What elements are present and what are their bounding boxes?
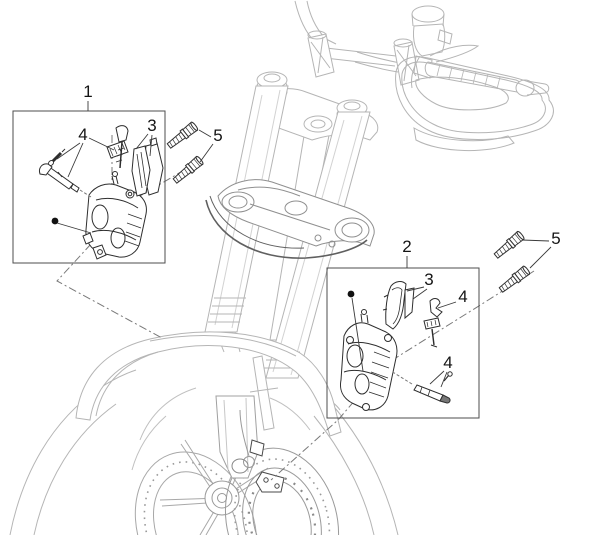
motorcycle-front-end [9, 0, 554, 535]
fender-stay [249, 355, 279, 431]
callout-leader-lines [56, 101, 552, 388]
callout-5-left-label: 5 [213, 126, 222, 145]
parts-box-1-frame [12, 110, 166, 264]
callout-4-right-bottom-label: 4 [443, 353, 452, 372]
callout-3-right-label: 3 [424, 270, 433, 289]
mounting-bolt-right-upper [492, 230, 526, 261]
reference-dot-right [347, 290, 355, 298]
parts-box-2 [326, 267, 480, 419]
brake-pads-left [131, 137, 164, 197]
brake-hose-guide [205, 195, 368, 259]
callout-4-right-top-label: 4 [458, 287, 467, 306]
front-fender [75, 331, 342, 437]
callout-labels: 1 4 3 5 2 3 4 4 5 [78, 82, 560, 372]
parts-box-2-frame [326, 267, 480, 419]
reference-dot-left-leader [56, 222, 92, 234]
caliper-mount-bracket [249, 439, 285, 493]
lower-triple-clamp [217, 179, 375, 248]
brake-caliper-left [82, 171, 147, 260]
callout-1-label: 1 [83, 82, 92, 101]
mounting-bolt-right-lower [497, 264, 532, 295]
parts-box-1 [12, 110, 166, 264]
hand-guard [395, 56, 554, 152]
reference-dot-left [51, 217, 59, 225]
wheel-hub [204, 480, 240, 516]
callout-4-left-label: 4 [78, 125, 87, 144]
pad-retainer-clip-right [423, 298, 443, 348]
sensor-cable-loop [243, 456, 255, 468]
reference-dot-right-leader [351, 297, 364, 372]
pad-pin-small-left [47, 148, 66, 167]
front-tire [9, 369, 399, 535]
throttle-grip [413, 55, 550, 97]
callout-2-label: 2 [402, 237, 411, 256]
handlebar [294, 0, 401, 73]
pad-pin-long-left [39, 163, 92, 198]
callout-5-right-label: 5 [551, 229, 560, 248]
pad-spring-left [106, 125, 129, 169]
handlebar-riser-left [307, 30, 335, 78]
brake-pads-right [382, 281, 415, 330]
pad-pin-right [390, 370, 453, 404]
fork-leg-lower [215, 395, 259, 479]
brake-master-cylinder [411, 5, 453, 89]
mounting-bolt-left-upper [165, 120, 200, 151]
alignment-line-left-caliper [56, 243, 163, 339]
alignment-line-right-main [270, 270, 535, 481]
mounting-bolt-left-lower [171, 155, 205, 186]
brake-hose [411, 55, 421, 89]
brake-lever [429, 44, 480, 63]
brake-caliper-right [340, 309, 398, 411]
callout-3-left-label: 3 [147, 116, 156, 135]
wheel-rim [131, 387, 311, 471]
